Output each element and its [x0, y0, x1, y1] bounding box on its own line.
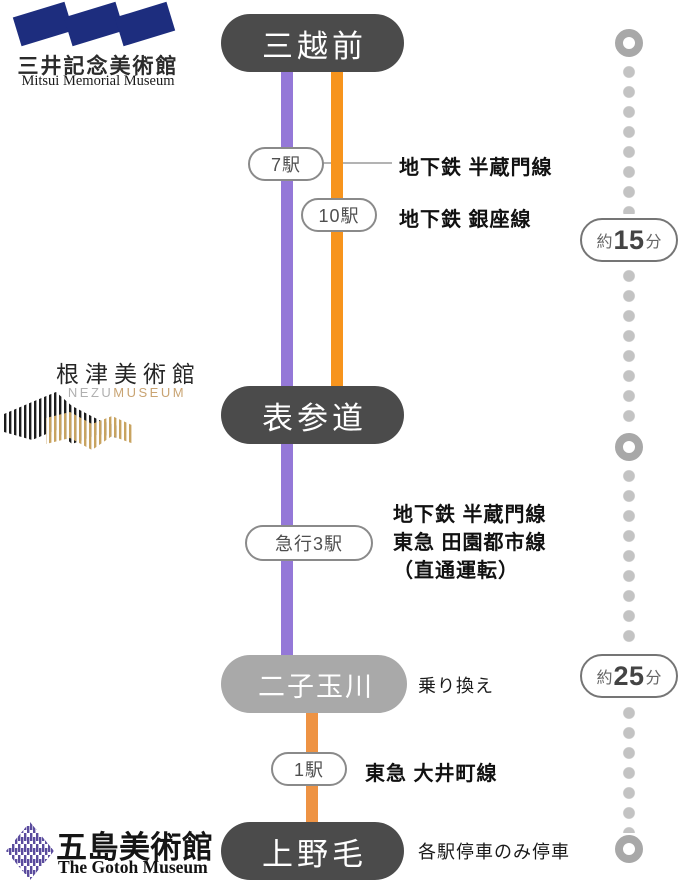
timeline-start-ring-icon — [615, 29, 643, 57]
duration-value: 25 — [613, 660, 645, 691]
nezu-waveform-icon — [4, 392, 134, 450]
line-label-hanzomon: 地下鉄 半蔵門線 — [399, 157, 553, 179]
mitsui-diamond-icon — [63, 1, 125, 47]
gotoh-museum-name-kanji: 五島美術館 — [56, 830, 214, 865]
duration-prefix: 約 — [596, 234, 613, 251]
line-label-oimachi: 東急 大井町線 — [365, 763, 498, 785]
nezu-latin-gray: NEZU — [67, 385, 114, 400]
line-label-express-1: 地下鉄 半蔵門線 — [393, 504, 547, 526]
station-futako-tamagawa: 二子玉川 — [221, 655, 407, 713]
transfer-note: 乗り換え — [418, 676, 494, 696]
stops-badge-hanzomon: 7駅 — [248, 147, 324, 181]
duration-suffix: 分 — [645, 670, 662, 687]
station-kaminoge: 上野毛 — [221, 822, 404, 880]
station-mitsukoshimae: 三越前 — [221, 14, 404, 72]
stops-badge-oimachi: 1駅 — [271, 752, 347, 786]
duration-suffix: 分 — [645, 234, 662, 251]
gotoh-museum-name-latin: The Gotoh Museum — [58, 857, 208, 877]
duration-prefix: 約 — [596, 670, 613, 687]
duration-value: 15 — [613, 224, 645, 255]
local-train-note: 各駅停車のみ停車 — [418, 842, 570, 862]
hanzomon-line-rail — [281, 72, 293, 655]
nezu-latin-gold: MUSEUM — [113, 385, 187, 400]
line-label-ginza: 地下鉄 銀座線 — [399, 209, 532, 231]
line-label-express-3: （直通運転） — [393, 560, 519, 582]
timeline-dots-segment — [622, 266, 636, 428]
stops-badge-express: 急行3駅 — [245, 525, 373, 561]
nezu-museum-name-latin: NEZUMUSEUM — [56, 385, 198, 400]
line-label-express-2: 東急 田園都市線 — [393, 532, 547, 554]
timeline-mid-ring-icon — [615, 433, 643, 461]
timeline-dots-segment — [622, 62, 636, 214]
timeline-dots-segment — [622, 703, 636, 833]
mitsui-museum-name-latin: Mitsui Memorial Museum — [21, 73, 175, 89]
line-label-express: 地下鉄 半蔵門線 東急 田園都市線 （直通運転） — [393, 501, 547, 585]
timeline-end-ring-icon — [615, 835, 643, 863]
nezu-museum-name-kanji: 根津美術館 — [56, 362, 201, 387]
timeline-dots-segment — [622, 466, 636, 650]
mitsui-museum-name-kanji: 三井記念美術館 — [17, 54, 179, 78]
mitsui-diamond-icon — [114, 1, 176, 47]
gotoh-crest-icon — [6, 822, 54, 880]
stops-badge-ginza: 10駅 — [301, 198, 377, 232]
mitsui-diamond-icon — [12, 1, 74, 47]
station-omotesando: 表参道 — [221, 386, 404, 444]
badge-connector-line — [322, 162, 392, 164]
